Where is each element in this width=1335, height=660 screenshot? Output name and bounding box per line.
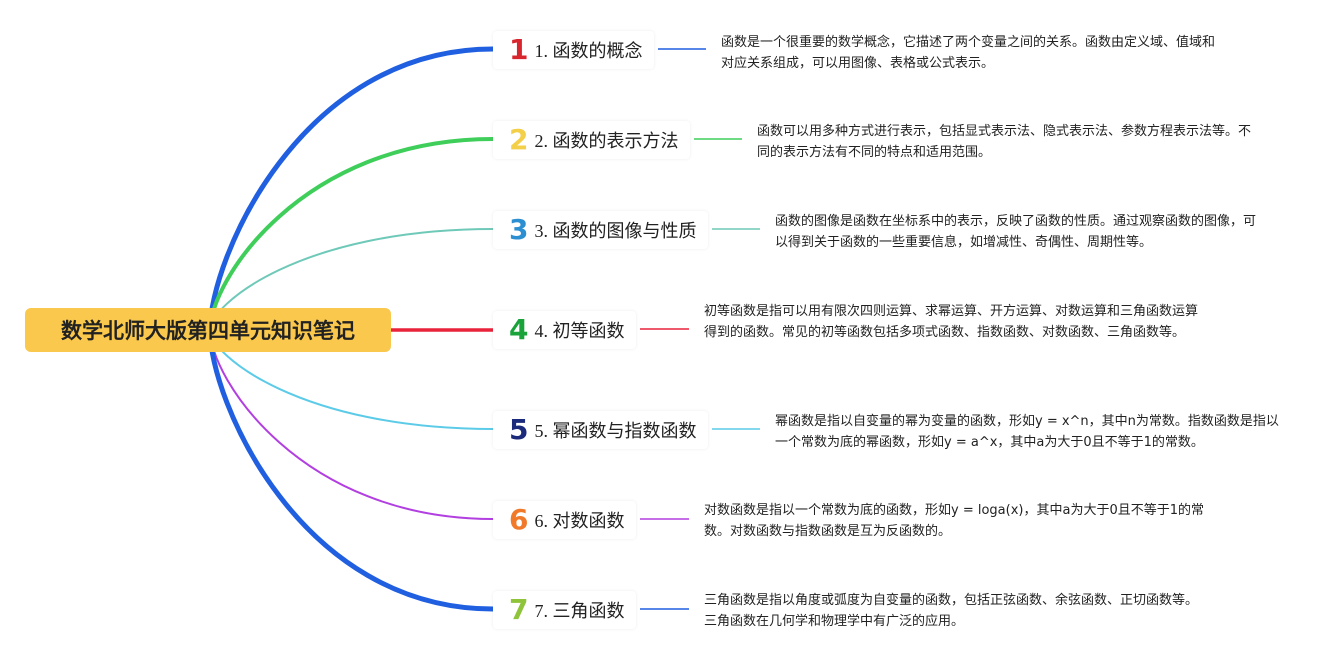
branch-5-label: 5. 幂函数与指数函数 [534, 421, 697, 441]
branch-4[interactable]: 4 4. 初等函数 [493, 311, 637, 349]
number-5-icon: 5 [509, 413, 529, 446]
branch-6-curve [209, 329, 494, 520]
branch-5[interactable]: 5 5. 幂函数与指数函数 [493, 411, 709, 449]
branch-1[interactable]: 1 1. 函数的概念 [493, 31, 655, 69]
branch-7-description: 三角函数是指以角度或弧度为自变量的函数，包括正弦函数、余弦函数、正切函数等。三角… [704, 593, 1199, 629]
branch-2-curve [208, 137, 495, 332]
number-6-icon: 6 [509, 503, 529, 536]
branch-2[interactable]: 2 2. 函数的表示方法 [493, 121, 691, 159]
branch-1-curve [207, 46, 496, 333]
branch-6[interactable]: 6 6. 对数函数 [493, 501, 637, 539]
branch-7-label: 7. 三角函数 [534, 601, 625, 621]
branch-1-label: 1. 函数的概念 [534, 41, 643, 61]
root-title: 数学北师大版第四单元知识笔记 [61, 319, 355, 343]
number-4-icon: 4 [509, 313, 529, 346]
branch-6-label: 6. 对数函数 [534, 511, 625, 531]
branch-4-label: 4. 初等函数 [534, 321, 625, 341]
number-1-icon: 1 [509, 33, 529, 66]
branch-2-description: 函数可以用多种方式进行表示，包括显式表示法、隐式表示法、参数方程表示法等。不同的… [757, 124, 1252, 160]
branch-3-description: 函数的图像是函数在坐标系中的表示，反映了函数的性质。通过观察函数的图像，可以得到… [775, 214, 1257, 250]
branch-7[interactable]: 7 7. 三角函数 [493, 591, 637, 629]
number-2-icon: 2 [509, 123, 529, 156]
root-topic[interactable]: 数学北师大版第四单元知识笔记 [25, 308, 391, 352]
branch-3[interactable]: 3 3. 函数的图像与性质 [493, 211, 709, 249]
branch-3-label: 3. 函数的图像与性质 [534, 221, 697, 241]
branch-1-description: 函数是一个很重要的数学概念，它描述了两个变量之间的关系。函数由定义域、值域和对应… [721, 35, 1216, 71]
branch-2-label: 2. 函数的表示方法 [534, 131, 679, 151]
number-3-icon: 3 [509, 213, 529, 246]
branch-4-description: 初等函数是指可以用有限次四则运算、求幂运算、开方运算、对数运算和三角函数运算得到… [704, 304, 1199, 340]
number-7-icon: 7 [509, 593, 529, 626]
branch-7-curve [207, 327, 496, 612]
branch-5-description: 幂函数是指以自变量的幂为变量的函数，形如y = x^n，其中n为常数。指数函数是… [775, 414, 1279, 450]
branch-6-description: 对数函数是指以一个常数为底的函数，形如y = loga(x)，其中a为大于0且不… [704, 503, 1204, 539]
